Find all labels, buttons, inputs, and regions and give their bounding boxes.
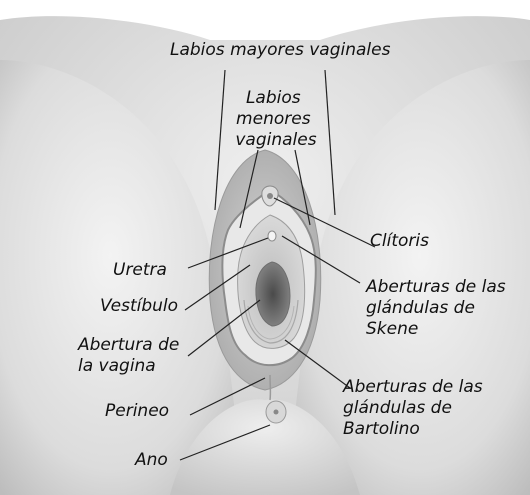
label-bartholin-line3: Bartolino [343, 419, 420, 439]
anus-center [274, 410, 279, 415]
label-vaginal-opening-line1: Abertura de [77, 335, 179, 355]
label-labia-minora-line1: Labios [246, 88, 301, 108]
label-vestibule: Vestíbulo [100, 296, 178, 316]
vaginal-opening-shape [256, 262, 290, 326]
label-skene-line1: Aberturas de las [365, 277, 506, 297]
label-bartholin-line2: glándulas de [343, 398, 452, 418]
label-vaginal-opening-line2: la vagina [78, 356, 156, 376]
label-labia-minora-line2: menores [236, 109, 311, 129]
label-labia-minora-line3: vaginales [235, 130, 316, 150]
urethra-opening [268, 231, 276, 241]
label-bartholin-line1: Aberturas de las [342, 377, 483, 397]
label-perineum: Perineo [105, 401, 169, 421]
label-labia-majora: Labios mayores vaginales [170, 40, 391, 60]
label-skene-line2: glándulas de [366, 298, 475, 318]
label-clitoris: Clítoris [370, 231, 429, 251]
label-urethra: Uretra [113, 260, 167, 280]
clitoris-glans [267, 193, 273, 199]
label-skene-line3: Skene [366, 319, 418, 339]
label-labia-minora: Labios menores vaginales [235, 88, 316, 150]
label-anus: Ano [134, 450, 168, 470]
